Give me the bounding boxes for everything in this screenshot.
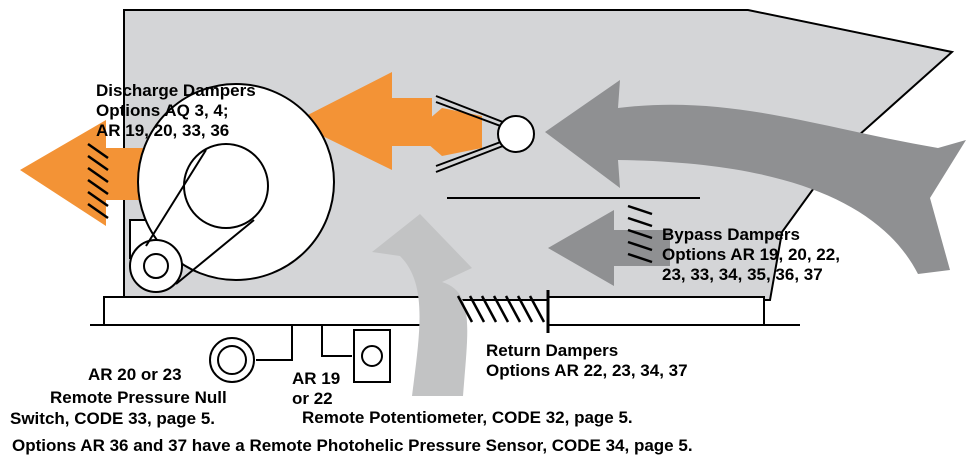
- pressure-switch-name-label: Remote Pressure Null Switch, CODE 33, pa…: [10, 388, 231, 428]
- return-airflow-arrow: [372, 214, 472, 396]
- discharge-airflow-arrow-upper: [294, 72, 432, 170]
- bypass-dampers-label: Bypass Dampers Options AR 19, 20, 22, 23…: [662, 225, 845, 284]
- bypass-dampers-hatch: [627, 204, 653, 264]
- remote-pressure-switch-device: [209, 326, 293, 383]
- return-dampers-label: Return Dampers Options AR 22, 23, 34, 37: [486, 341, 688, 380]
- discharge-airflow-arrow-left: [20, 120, 175, 226]
- pressure-switch-option-label: AR 20 or 23: [88, 365, 182, 384]
- discharge-airflow-arrow-small: [414, 108, 482, 156]
- discharge-dampers-hatch: [87, 142, 109, 220]
- return-dampers-hatch: [456, 295, 546, 323]
- fan-assembly: [129, 83, 335, 293]
- discharge-dampers-label: Discharge Dampers Options AQ 3, 4; AR 19…: [96, 81, 260, 140]
- discharge-damper-pivot: [435, 95, 535, 173]
- bypass-airflow-lower-arrow: [548, 210, 670, 286]
- potentiometer-name-label: Remote Potentiometer, CODE 32, page 5.: [302, 408, 633, 427]
- unit-base: [90, 290, 800, 333]
- photohelic-note: Options AR 36 and 37 have a Remote Photo…: [12, 436, 693, 455]
- potentiometer-option-label: AR 19 or 22: [292, 369, 345, 408]
- remote-potentiometer-device: [321, 326, 391, 383]
- bypass-airflow-upper-arrow: [545, 80, 966, 274]
